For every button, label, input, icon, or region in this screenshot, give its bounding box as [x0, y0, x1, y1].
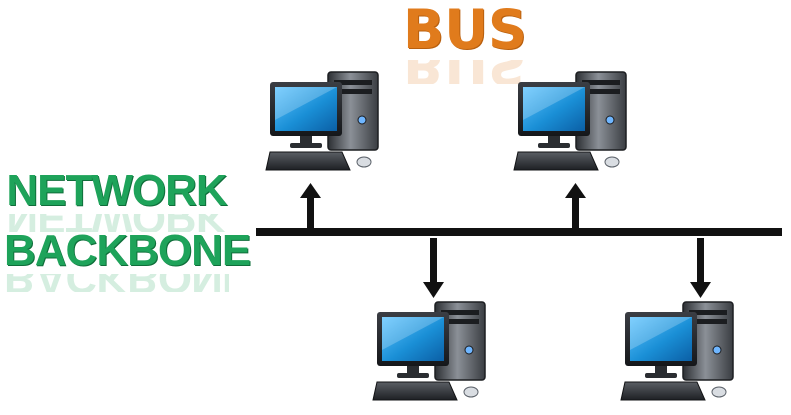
- computer-top-left: [265, 71, 379, 171]
- computer-bottom-left: [372, 301, 486, 401]
- backbone-label-line-1-block: NETWORK NETWORK: [4, 166, 229, 233]
- computer-bottom-right: [620, 301, 734, 401]
- backbone-label-line-2-block: BACKBONE BACKBONE: [4, 226, 251, 293]
- backbone-label-line-1: NETWORK: [6, 166, 227, 215]
- arrow-down-right: [690, 238, 711, 298]
- diagram-title: BUS: [403, 0, 527, 61]
- backbone-label-line-2: BACKBONE: [4, 226, 251, 275]
- arrow-up-left: [300, 183, 321, 228]
- arrow-down-left: [423, 238, 444, 298]
- arrow-up-right: [565, 183, 586, 228]
- title-block: BUS BUS: [380, 0, 550, 84]
- computer-top-right: [513, 71, 627, 171]
